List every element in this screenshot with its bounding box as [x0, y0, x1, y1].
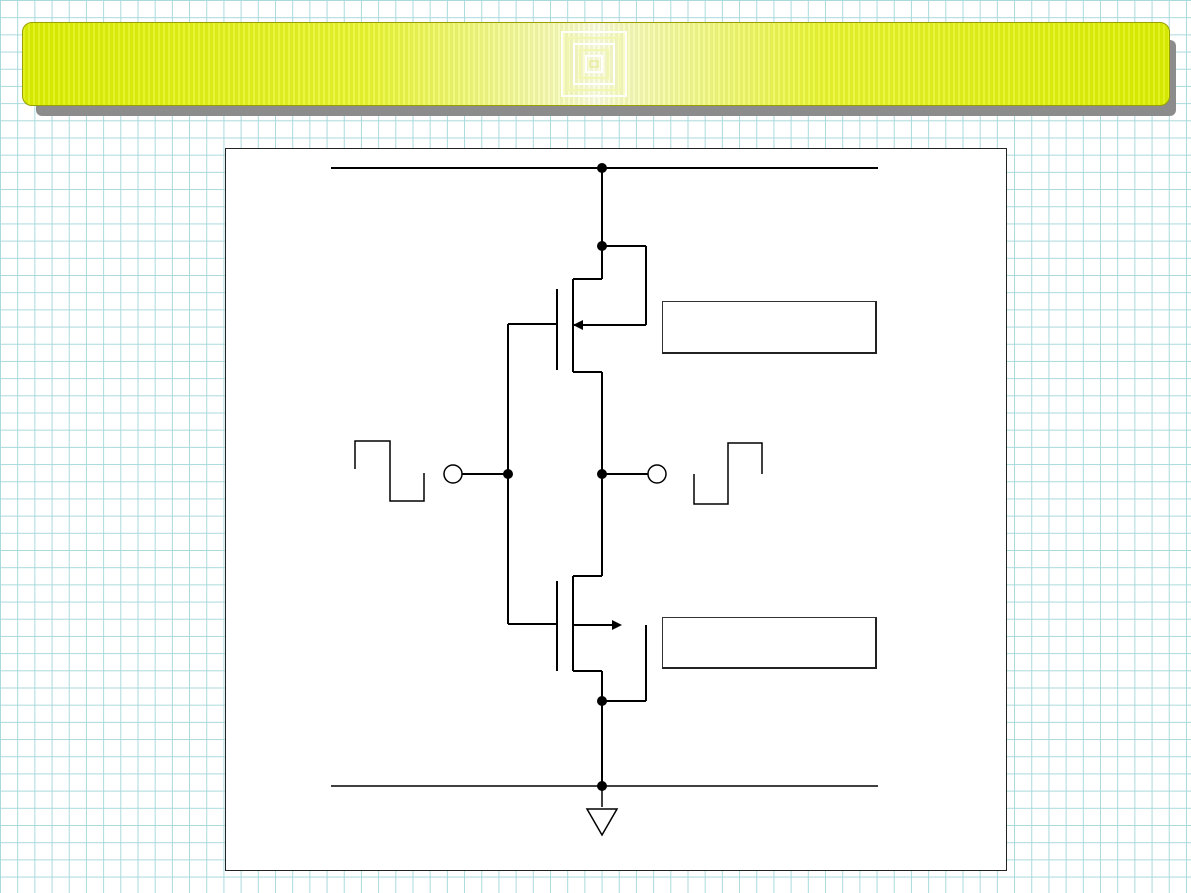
pmos-transistor [556, 245, 647, 474]
circuit-schematic [331, 163, 878, 837]
cmos-inverter-diagram [225, 148, 1007, 871]
input-terminal-icon [443, 464, 463, 484]
title-banner [22, 22, 1170, 106]
output-waveform-icon [693, 442, 763, 505]
pmos-label-box [662, 301, 877, 354]
ground-icon [585, 808, 619, 837]
slide-title [23, 23, 1169, 105]
input-waveform-icon [354, 440, 425, 502]
concentric-squares-icon [561, 31, 627, 97]
junction-dots [503, 163, 607, 791]
nmos-body-arrow-icon [612, 620, 622, 630]
pmos-body-arrow-icon [573, 320, 583, 330]
nmos-label-box [662, 617, 877, 669]
nmos-transistor [556, 474, 647, 702]
output-terminal-icon [647, 464, 667, 484]
